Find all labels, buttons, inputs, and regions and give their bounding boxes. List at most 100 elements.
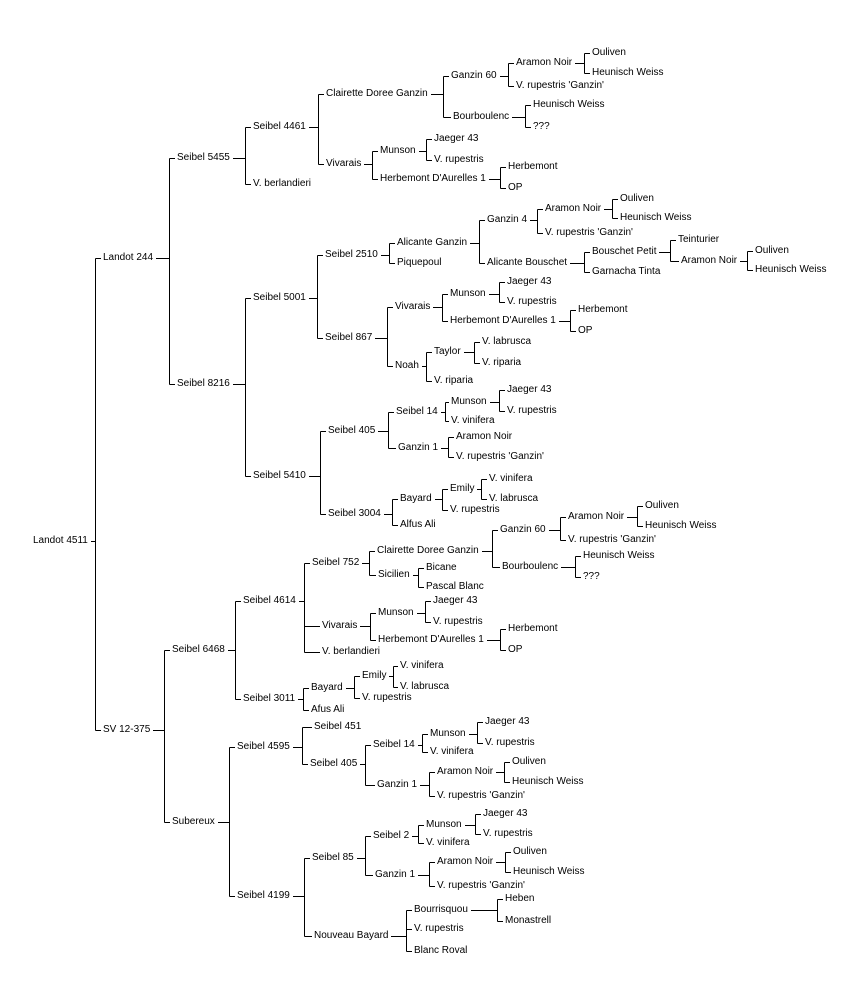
node-emily: Emily <box>362 670 387 681</box>
node-landot-4511: Landot 4511 <box>33 535 88 546</box>
node-v-labrusca: V. labrusca <box>400 681 450 692</box>
node-munson: Munson <box>378 607 414 618</box>
node-v-rupestris-ganzin: V. rupestris 'Ganzin' <box>568 534 656 545</box>
node-seibel-14: Seibel 14 <box>396 406 438 417</box>
node-v-rupestris: V. rupestris <box>433 616 483 627</box>
node-ganzin-1: Ganzin 1 <box>375 869 416 880</box>
node-seibel-3011: Seibel 3011 <box>243 693 296 704</box>
node-teinturier: Teinturier <box>678 234 720 245</box>
node-sv-12-375: SV 12-375 <box>103 724 151 735</box>
node-ganzin-60: Ganzin 60 <box>500 524 546 535</box>
node-subereux: Subereux <box>172 816 215 827</box>
node-heunisch-weiss: Heunisch Weiss <box>620 212 692 223</box>
node-ouliven: Ouliven <box>592 47 626 58</box>
node-v-riparia: V. riparia <box>434 375 474 386</box>
node-seibel-867: Seibel 867 <box>325 332 373 343</box>
node-seibel-4595: Seibel 4595 <box>237 741 290 752</box>
node-emily: Emily <box>450 483 475 494</box>
node-op: OP <box>508 182 523 193</box>
node-herbemont: Herbemont <box>508 161 558 172</box>
node-aramon-noir: Aramon Noir <box>516 57 573 68</box>
node-seibel-3004: Seibel 3004 <box>328 508 381 519</box>
node-bouschet-petit: Bouschet Petit <box>592 246 657 257</box>
node-v-rupestris: V. rupestris <box>414 923 464 934</box>
node-v-labrusca: V. labrusca <box>489 493 539 504</box>
node-v-berlandieri: V. berlandieri <box>253 178 312 189</box>
node-sicilien: Sicilien <box>378 569 410 580</box>
node-v-rupestris-ganzin: V. rupestris 'Ganzin' <box>516 80 604 91</box>
node-heunisch-weiss: Heunisch Weiss <box>592 67 664 78</box>
node-seibel-85: Seibel 85 <box>312 852 354 863</box>
node-seibel-4461: Seibel 4461 <box>253 121 306 132</box>
node-seibel-6468: Seibel 6468 <box>172 644 225 655</box>
node-clairette-doree-ganzin: Clairette Doree Ganzin <box>377 545 479 556</box>
node-bayard: Bayard <box>400 493 432 504</box>
node-aramon-noir: Aramon Noir <box>437 856 494 867</box>
node-v-rupestris-ganzin: V. rupestris 'Ganzin' <box>545 227 633 238</box>
node-vivarais: Vivarais <box>395 301 431 312</box>
node-herbemont: Herbemont <box>508 623 558 634</box>
node-jaeger-43: Jaeger 43 <box>507 276 552 287</box>
node-seibel-2: Seibel 2 <box>373 830 410 841</box>
node-seibel-2510: Seibel 2510 <box>325 249 378 260</box>
node-v-riparia: V. riparia <box>482 357 522 368</box>
node-herbemont-d-aurelles-1: Herbemont D'Aurelles 1 <box>378 634 484 645</box>
node-alfus-ali: Alfus Ali <box>400 519 436 530</box>
node-v-rupestris: V. rupestris <box>362 692 412 703</box>
node-v-rupestris: V. rupestris <box>434 154 484 165</box>
node-seibel-4614: Seibel 4614 <box>243 595 296 606</box>
node-v-rupestris: V. rupestris <box>483 828 533 839</box>
node-munson: Munson <box>451 396 487 407</box>
node-pascal-blanc: Pascal Blanc <box>426 581 484 592</box>
node-ouliven: Ouliven <box>620 193 654 204</box>
node-jaeger-43: Jaeger 43 <box>483 808 528 819</box>
node-v-rupestris: V. rupestris <box>450 504 500 515</box>
node-ouliven: Ouliven <box>513 846 547 857</box>
node-v-rupestris: V. rupestris <box>507 405 557 416</box>
node-munson: Munson <box>450 288 486 299</box>
node-v-rupestris-ganzin: V. rupestris 'Ganzin' <box>437 790 525 801</box>
node-jaeger-43: Jaeger 43 <box>433 595 478 606</box>
node-v-rupestris-ganzin: V. rupestris 'Ganzin' <box>437 880 525 891</box>
node-herbemont-d-aurelles-1: Herbemont D'Aurelles 1 <box>380 173 486 184</box>
node-heunisch-weiss: Heunisch Weiss <box>755 264 827 275</box>
node-aramon-noir: Aramon Noir <box>545 203 602 214</box>
node-heunisch-weiss: Heunisch Weiss <box>533 99 605 110</box>
node-v-vinifera: V. vinifera <box>451 415 495 426</box>
node-munson: Munson <box>380 145 416 156</box>
node-ouliven: Ouliven <box>755 245 789 256</box>
node-alicante-ganzin: Alicante Ganzin <box>397 237 468 248</box>
node-taylor: Taylor <box>434 346 461 357</box>
node-v-rupestris: V. rupestris <box>485 737 535 748</box>
node-unknown: ??? <box>583 571 600 582</box>
node-vivarais: Vivarais <box>326 158 362 169</box>
node-seibel-14: Seibel 14 <box>373 739 415 750</box>
node-landot-244: Landot 244 <box>103 252 154 263</box>
node-noah: Noah <box>395 360 419 371</box>
node-garnacha-tinta: Garnacha Tinta <box>592 266 661 277</box>
node-v-vinifera: V. vinifera <box>489 473 533 484</box>
node-heunisch-weiss: Heunisch Weiss <box>512 776 584 787</box>
node-seibel-752: Seibel 752 <box>312 557 360 568</box>
node-v-berlandieri: V. berlandieri <box>322 646 381 657</box>
node-unknown: ??? <box>533 121 550 132</box>
node-monastrell: Monastrell <box>505 915 552 926</box>
node-seibel-5410: Seibel 5410 <box>253 470 306 481</box>
node-seibel-5001: Seibel 5001 <box>253 292 306 303</box>
node-bicane: Bicane <box>426 562 457 573</box>
node-op: OP <box>578 325 593 336</box>
node-afus-ali: Afus Ali <box>311 704 345 715</box>
node-seibel-4199: Seibel 4199 <box>237 890 290 901</box>
node-v-labrusca: V. labrusca <box>482 336 532 347</box>
node-bourboulenc: Bourboulenc <box>453 111 510 122</box>
node-nouveau-bayard: Nouveau Bayard <box>314 930 389 941</box>
node-seibel-405: Seibel 405 <box>328 425 376 436</box>
node-blanc-roval: Blanc Roval <box>414 945 468 956</box>
node-heunisch-weiss: Heunisch Weiss <box>645 520 717 531</box>
node-op: OP <box>508 644 523 655</box>
node-munson: Munson <box>430 728 466 739</box>
node-aramon-noir: Aramon Noir <box>456 431 513 442</box>
node-piquepoul: Piquepoul <box>397 257 442 268</box>
node-herbemont-d-aurelles-1: Herbemont D'Aurelles 1 <box>450 315 556 326</box>
node-herbemont: Herbemont <box>578 304 628 315</box>
